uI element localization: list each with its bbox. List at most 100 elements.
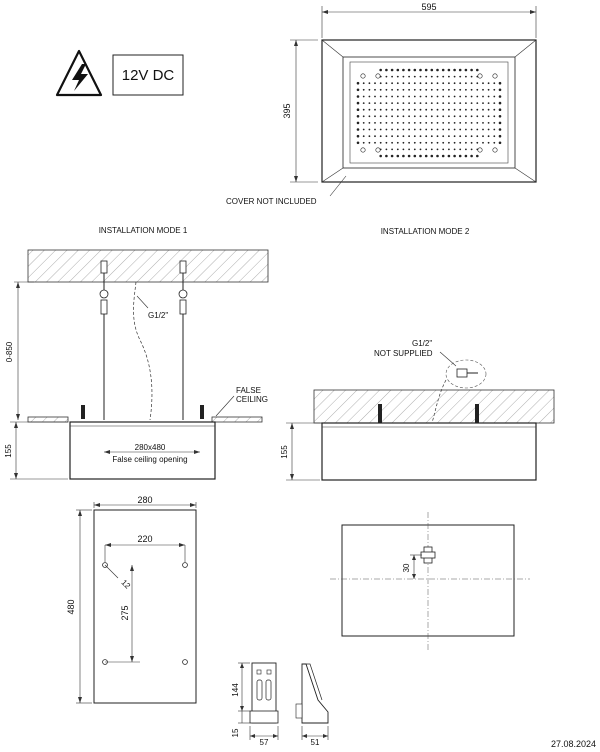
nozzle-dot <box>356 141 360 145</box>
nozzle-dot <box>396 75 399 78</box>
nozzle-dot <box>453 95 456 98</box>
nozzle-dot <box>368 102 371 104</box>
nozzle-dot <box>408 75 410 78</box>
nozzle-dot <box>402 88 405 91</box>
nozzle-dot <box>459 108 462 111</box>
nozzle-dot <box>391 141 393 144</box>
nozzle-dot <box>413 108 416 111</box>
nozzle-dot <box>453 82 456 85</box>
nozzle-dot <box>465 135 467 138</box>
mount-hole <box>182 562 188 568</box>
ceiling-anchor-left <box>99 260 109 420</box>
mode1-section: G1/2" 0-850 FALSE CEILING 280x480 False … <box>4 249 269 480</box>
nozzle-dot <box>385 82 388 85</box>
nozzle-dot <box>453 141 456 144</box>
cover-note: COVER NOT INCLUDED <box>226 197 317 206</box>
nozzle-dot <box>374 102 376 104</box>
nozzle-dot <box>368 128 371 131</box>
nozzle-dot <box>396 115 399 118</box>
nozzle-dot <box>482 115 484 118</box>
nozzle-dot <box>476 154 479 158</box>
not-supplied-label: NOT SUPPLIED <box>374 349 433 358</box>
nozzle-dot <box>470 82 473 85</box>
nozzle-dot <box>368 135 371 138</box>
plan-inner-width: 220 <box>137 534 152 544</box>
nozzle-dot <box>374 82 376 85</box>
nozzle-dot <box>436 141 439 144</box>
nozzle-dot <box>459 75 462 78</box>
nozzle-dot <box>470 102 473 104</box>
nozzle-dot <box>391 102 393 104</box>
mount-hole <box>102 562 108 568</box>
nozzle-marker <box>492 73 498 79</box>
nozzle-dot <box>402 128 405 131</box>
nozzle-dot <box>482 141 484 144</box>
nozzle-dot <box>448 95 450 98</box>
nozzle-dot <box>402 68 405 72</box>
nozzle-dot <box>470 122 473 124</box>
nozzle-dot <box>396 108 399 111</box>
nozzle-dot <box>459 135 462 138</box>
nozzle-dot <box>442 115 445 118</box>
nozzle-dot <box>419 68 422 72</box>
nozzle-dot <box>476 95 479 98</box>
nozzle-dot <box>396 128 399 131</box>
nozzle-dot <box>396 135 399 138</box>
nozzle-dot <box>448 122 450 124</box>
nozzle-dot <box>425 102 428 104</box>
nozzle-dot <box>430 115 433 118</box>
nozzle-dot <box>470 88 473 91</box>
nozzle-dot <box>413 148 416 151</box>
nozzle-dot <box>424 154 428 158</box>
nozzle-dot <box>442 108 445 111</box>
nozzle-dot <box>436 102 439 104</box>
nozzle-dot <box>465 115 467 118</box>
nozzle-dot <box>442 128 445 131</box>
nozzle-dot <box>493 115 496 118</box>
nozzle-dot <box>493 135 496 138</box>
nozzle-dot <box>476 88 479 91</box>
nozzle-dot <box>464 154 468 158</box>
nozzle-dot <box>402 154 405 158</box>
nozzle-dot <box>391 82 393 85</box>
nozzle-dot <box>470 68 473 72</box>
nozzle-dot <box>408 141 410 144</box>
mode2-title: INSTALLATION MODE 2 <box>381 227 470 236</box>
nozzle-dot <box>379 122 382 124</box>
nozzle-dot <box>430 154 434 158</box>
nozzle-dot <box>476 115 479 118</box>
nozzle-dot <box>374 95 376 98</box>
nozzle-dot <box>470 115 473 118</box>
nozzle-dot <box>465 88 467 91</box>
nozzle-dot <box>448 75 450 78</box>
nozzle-marker <box>492 147 498 153</box>
nozzle-dot <box>379 108 382 111</box>
nozzle-dot <box>402 82 405 85</box>
nozzle-dot <box>453 122 456 124</box>
nozzle-dot <box>493 122 496 124</box>
nozzle-dot <box>408 135 410 138</box>
nozzle-dot <box>464 68 468 72</box>
false-ceiling-label-1: FALSE <box>236 386 261 395</box>
nozzle-dot <box>442 102 445 104</box>
nozzle-dot <box>374 135 376 138</box>
nozzle-dot <box>413 82 416 85</box>
nozzle-dot <box>442 82 445 85</box>
nozzle-dot <box>379 154 383 158</box>
bottom-plan: 30 <box>330 512 530 650</box>
nozzle-dot <box>442 141 445 144</box>
nozzle-dot <box>413 154 417 158</box>
nozzle-dot <box>391 122 393 124</box>
nozzle-dot <box>413 115 416 118</box>
nozzle-dot <box>374 88 376 91</box>
nozzle-dot <box>448 88 450 91</box>
top-width-dim: 595 <box>421 2 436 12</box>
nozzle-dot <box>385 122 388 124</box>
nozzle-dot <box>413 141 416 144</box>
nozzle-dot <box>419 135 422 138</box>
nozzle-dot <box>413 122 416 124</box>
nozzle-dot <box>482 82 484 85</box>
nozzle-dot <box>379 115 382 118</box>
nozzle-dot <box>453 108 456 111</box>
